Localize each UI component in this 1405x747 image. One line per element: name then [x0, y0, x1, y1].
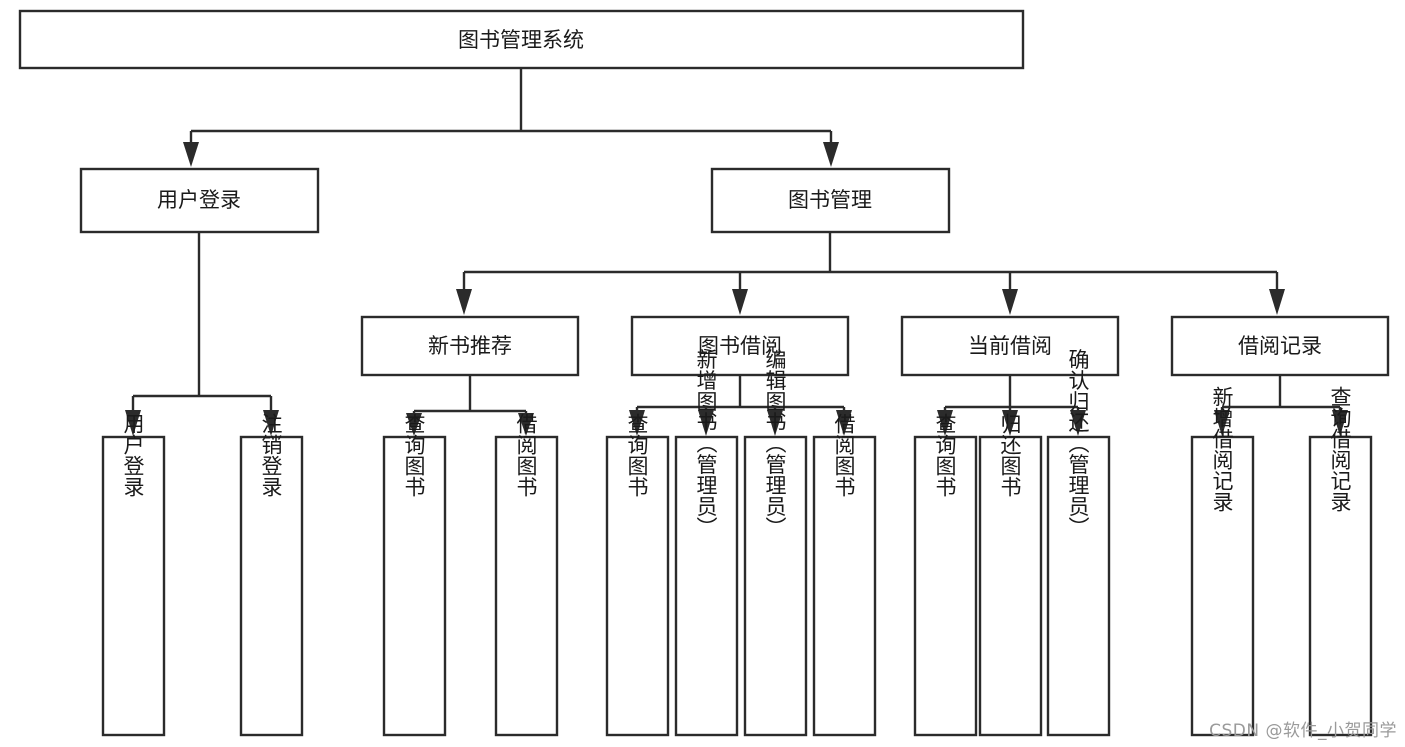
leaf-query-book-2[interactable]: 查询图书 [605, 413, 670, 737]
leaf-query-book-1-label: 查询图书 [402, 413, 426, 497]
node-new-book-recommend[interactable]: 新书推荐 [360, 315, 580, 377]
arrow-head-icon [1070, 410, 1086, 436]
arrow-head-icon [1214, 410, 1230, 436]
arrow-head-icon [823, 142, 839, 167]
connector-borrow-record-to-leaves [1214, 375, 1348, 436]
connector-root-to-level2 [183, 68, 839, 167]
leaf-borrow-book-1[interactable]: 借阅图书 [494, 413, 559, 737]
leaf-add-record[interactable]: 新增借阅记录 [1190, 386, 1255, 737]
leaf-borrow-book-2-label: 借阅图书 [832, 413, 856, 497]
current-borrow-label: 当前借阅 [968, 334, 1052, 358]
leaf-user-login-label: 用户登录 [121, 413, 145, 497]
node-book-borrow[interactable]: 图书借阅 [630, 315, 850, 377]
leaf-borrow-book-1-label: 借阅图书 [514, 413, 538, 497]
connector-new-book-recommend-to-leaves [406, 375, 534, 436]
book-manage-label: 图书管理 [788, 188, 872, 212]
arrow-head-icon [836, 410, 852, 436]
book-borrow-box[interactable] [630, 315, 850, 377]
leaf-add-book-label: 新增图书（管理员） [694, 349, 718, 538]
arrow-head-icon [183, 142, 199, 167]
leaf-query-record-box[interactable] [1308, 435, 1373, 737]
node-book-manage[interactable]: 图书管理 [710, 167, 951, 234]
leaf-add-record-label: 新增借阅记录 [1210, 386, 1234, 512]
leaf-add-book[interactable]: 新增图书（管理员） [674, 349, 739, 737]
root-label: 图书管理系统 [458, 28, 584, 52]
leaf-confirm-return[interactable]: 确认归还（管理员） [1046, 349, 1111, 737]
arrow-head-icon [518, 413, 534, 436]
arrow-head-icon [1002, 410, 1018, 436]
leaf-add-book-box[interactable] [674, 435, 739, 737]
leaf-borrow-book-1-box[interactable] [494, 435, 559, 737]
borrow-record-box[interactable] [1170, 315, 1390, 377]
leaf-logout-login[interactable]: 注销登录 [239, 413, 304, 737]
leaf-user-login[interactable]: 用户登录 [101, 413, 166, 737]
connector-book-manage-to-level3 [456, 232, 1285, 315]
current-borrow-box[interactable] [900, 315, 1120, 377]
book-borrow-label: 图书借阅 [698, 334, 782, 358]
new-book-recommend-box[interactable] [360, 315, 580, 377]
arrow-head-icon [937, 410, 953, 436]
leaf-logout-login-label: 注销登录 [259, 413, 283, 497]
leaf-user-login-box[interactable] [101, 435, 166, 737]
arrow-head-icon [1332, 410, 1348, 436]
node-borrow-record[interactable]: 借阅记录 [1170, 315, 1390, 377]
arrow-head-icon [1002, 289, 1018, 315]
leaf-query-book-3[interactable]: 查询图书 [913, 413, 978, 737]
leaf-borrow-book-2-box[interactable] [812, 435, 877, 737]
leaf-query-book-2-box[interactable] [605, 435, 670, 737]
new-book-recommend-label: 新书推荐 [428, 334, 512, 358]
leaf-add-record-box[interactable] [1190, 435, 1255, 737]
leaf-borrow-book-2[interactable]: 借阅图书 [812, 413, 877, 737]
node-user-login[interactable]: 用户登录 [79, 167, 320, 234]
root-box[interactable] [18, 9, 1025, 70]
arrow-head-icon [456, 289, 472, 315]
leaf-query-record-label: 查询借阅记录 [1328, 386, 1352, 512]
connector-current-borrow-to-leaves [937, 375, 1086, 436]
arrow-head-icon [629, 410, 645, 436]
leaf-query-book-3-box[interactable] [913, 435, 978, 737]
node-current-borrow[interactable]: 当前借阅 [900, 315, 1120, 377]
leaf-edit-book[interactable]: 编辑图书（管理员） [743, 349, 808, 737]
leaf-logout-login-box[interactable] [239, 435, 304, 737]
connector-book-borrow-to-leaves [629, 375, 852, 436]
user-login-box[interactable] [79, 167, 320, 234]
leaf-return-book-box[interactable] [978, 435, 1043, 737]
borrow-record-label: 借阅记录 [1238, 334, 1322, 358]
arrow-head-icon [125, 410, 141, 436]
arrow-head-icon [263, 410, 279, 436]
arrow-head-icon [406, 413, 422, 436]
arrow-head-icon [698, 410, 714, 436]
leaf-confirm-return-label: 确认归还（管理员） [1066, 349, 1090, 538]
node-root[interactable]: 图书管理系统 [18, 9, 1025, 70]
leaf-query-book-3-label: 查询图书 [933, 413, 957, 497]
arrow-head-icon [1269, 289, 1285, 315]
leaf-return-book[interactable]: 归还图书 [978, 413, 1043, 737]
leaf-edit-book-label: 编辑图书（管理员） [763, 349, 787, 538]
connector-user-login-to-leaves [125, 232, 279, 436]
leaf-query-record[interactable]: 查询借阅记录 [1308, 386, 1373, 737]
leaf-return-book-label: 归还图书 [998, 413, 1022, 497]
arrow-head-icon [732, 289, 748, 315]
arrow-head-icon [767, 410, 783, 436]
leaf-query-book-1[interactable]: 查询图书 [382, 413, 447, 737]
leaf-confirm-return-box[interactable] [1046, 435, 1111, 737]
leaf-edit-book-box[interactable] [743, 435, 808, 737]
leaf-query-book-1-box[interactable] [382, 435, 447, 737]
leaf-query-book-2-label: 查询图书 [625, 413, 649, 497]
user-login-label: 用户登录 [157, 188, 241, 212]
